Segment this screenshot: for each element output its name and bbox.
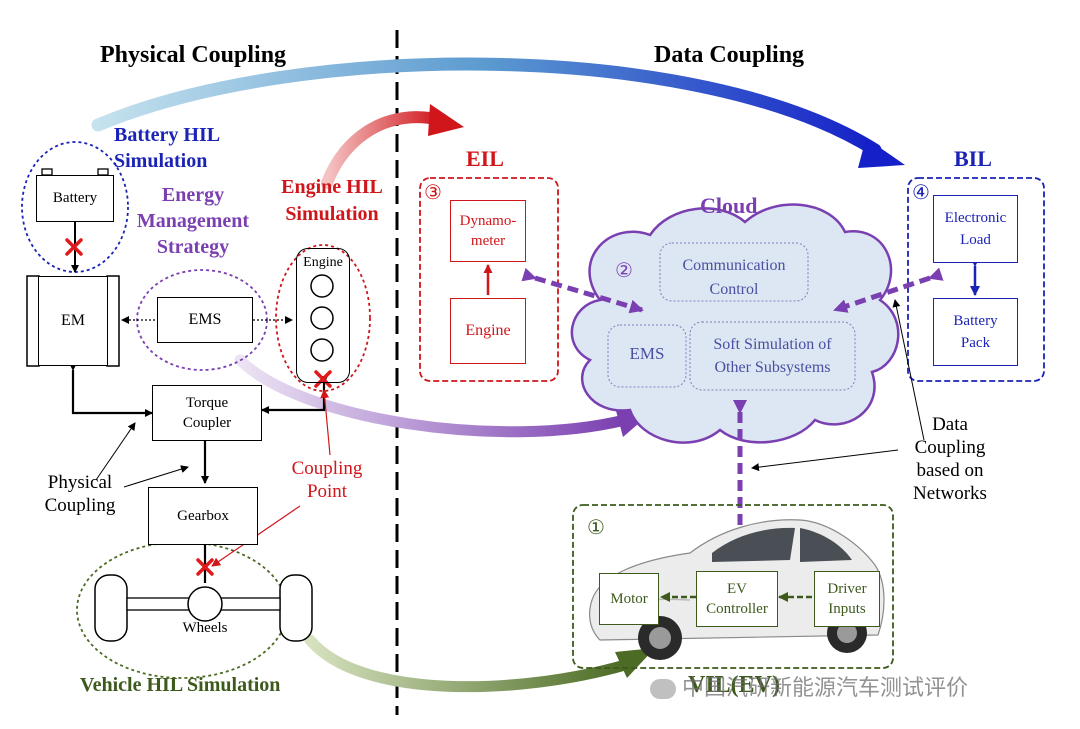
physical-coupling-note: Physical Coupling [25,471,135,517]
engine-hil-line-1: Engine HIL [281,176,383,198]
torque-coupler-box: Torque Coupler [152,385,262,441]
communication-control: Communication Control [660,254,808,302]
energy-management-label: Energy Management Strategy [128,182,258,260]
soft-simulation: Soft Simulation of Other Subsystems [690,333,855,379]
pack-line-1: Battery [953,313,998,329]
ems-box: EMS [157,297,253,343]
battery-hil-label: Battery HIL Simulation [114,122,254,174]
badge-4: ④ [912,182,930,204]
driver-line-1: Driver [827,581,867,597]
engine-to-eil-arrow [321,111,446,189]
network-note-line-4: Networks [913,483,987,504]
physical-pointer-2 [123,465,189,488]
ems-strategy-line-1: Energy [161,184,225,206]
cloud-ems-frame [607,324,687,388]
em-torque-link [69,363,153,417]
heading-data-coupling: Data Coupling [654,42,805,68]
dyn-line-2: meter [470,233,506,249]
data-coupling-network-note: Data Coupling based on Networks [890,413,1010,505]
soft-line-2: Other Subsystems [714,359,831,376]
badge-2: ② [615,260,633,282]
engine-cylinder-3 [310,338,334,362]
torque-line-1: Torque [185,395,229,411]
coupling-x-battery [65,238,83,256]
coupling-x-wheels [196,558,214,576]
engine-hil-ellipse [275,244,371,392]
battery-box: Battery [36,175,114,222]
network-note-line-3: based on [916,460,984,481]
vehicle-to-vil-arrow [304,634,631,693]
torque-line-2: Coupler [182,415,232,431]
evc-line-2: Controller [706,601,768,617]
ev-controller-box: EV Controller [696,571,778,627]
battery-hil-line-2: Simulation [114,150,208,172]
eil-engine-box: Engine [450,298,526,364]
ems-strategy-line-2: Management [136,210,250,232]
bil-title: BIL [954,146,992,171]
wheel-left [94,574,128,642]
coupling-point-line-2: Point [306,481,348,502]
driver-line-2: Inputs [828,601,866,617]
dyn-line-1: Dynamo- [459,213,517,229]
wheels-label: Wheels [182,620,228,636]
pack-line-2: Pack [960,335,991,351]
soft-line-1: Soft Simulation of [713,336,832,353]
engine-hil-line-2: Simulation [285,203,379,225]
badge-3: ③ [424,182,442,204]
network-pointer-1 [892,299,925,441]
engine-cylinder-2 [310,306,334,330]
vehicle-hil-label: Vehicle HIL Simulation [80,674,281,696]
dynamometer-box: Dynamo- meter [450,200,526,262]
heading-physical-coupling: Physical Coupling [100,42,287,68]
electronic-load-box: Electronic Load [933,195,1018,263]
battery-hil-line-1: Battery HIL [114,124,221,146]
coupling-point-line-1: Coupling [291,458,363,479]
cloud-title: Cloud [700,193,758,218]
battery-to-bil-arrow [91,57,882,157]
eil-cloud-link [521,267,644,314]
comm-control-frame [659,242,809,302]
elec-line-2: Load [960,232,991,248]
watermark: 中国汽研新能源汽车测试评价 [650,670,968,702]
cloud-shape [570,203,900,444]
vil-title: VIL(EV) [688,672,781,698]
network-note-line-1: Data [932,414,968,435]
soft-sim-frame [689,321,856,391]
physical-note-line-1: Physical [47,472,113,493]
em-box: EM [38,276,108,366]
em-right-plate [106,275,120,367]
wheel-right [279,574,313,642]
network-note-line-2: Coupling [914,437,986,458]
cloud-ems: EMS [629,344,665,363]
coupling-pointer-engine [320,389,331,456]
differential [187,586,223,622]
vil-group [572,504,894,669]
engine-cylinder-1 [310,274,334,298]
engine-label: Engine [303,255,343,270]
ems-strategy-line-3: Strategy [156,236,230,258]
engine-box: Engine [296,248,350,383]
battery-pack-box: Battery Pack [933,298,1018,366]
motor-box: Motor [599,573,659,625]
battery-to-bil-arrowhead [858,138,905,168]
eil-title: EIL [466,146,504,171]
evc-line-1: EV [727,581,747,597]
comm-line-1: Communication [682,257,786,274]
gearbox-box: Gearbox [148,487,258,545]
driver-inputs-box: Driver Inputs [814,571,880,627]
badge-1: ① [587,517,605,539]
comm-line-2: Control [709,281,759,298]
engine-hil-label: Engine HIL Simulation [267,174,397,228]
network-pointer-2 [751,449,899,472]
vehicle-to-vil-arrowhead [615,648,655,678]
coupling-point-note: Coupling Point [272,457,382,503]
physical-note-line-2: Coupling [44,495,116,516]
watermark-text: 中国汽研新能源汽车测试评价 [682,676,969,701]
physical-pointer-1 [95,422,136,481]
engine-to-eil-arrowhead [428,104,464,136]
wechat-icon [650,679,676,699]
coupling-x-engine [314,370,332,388]
elec-line-1: Electronic [944,210,1007,226]
